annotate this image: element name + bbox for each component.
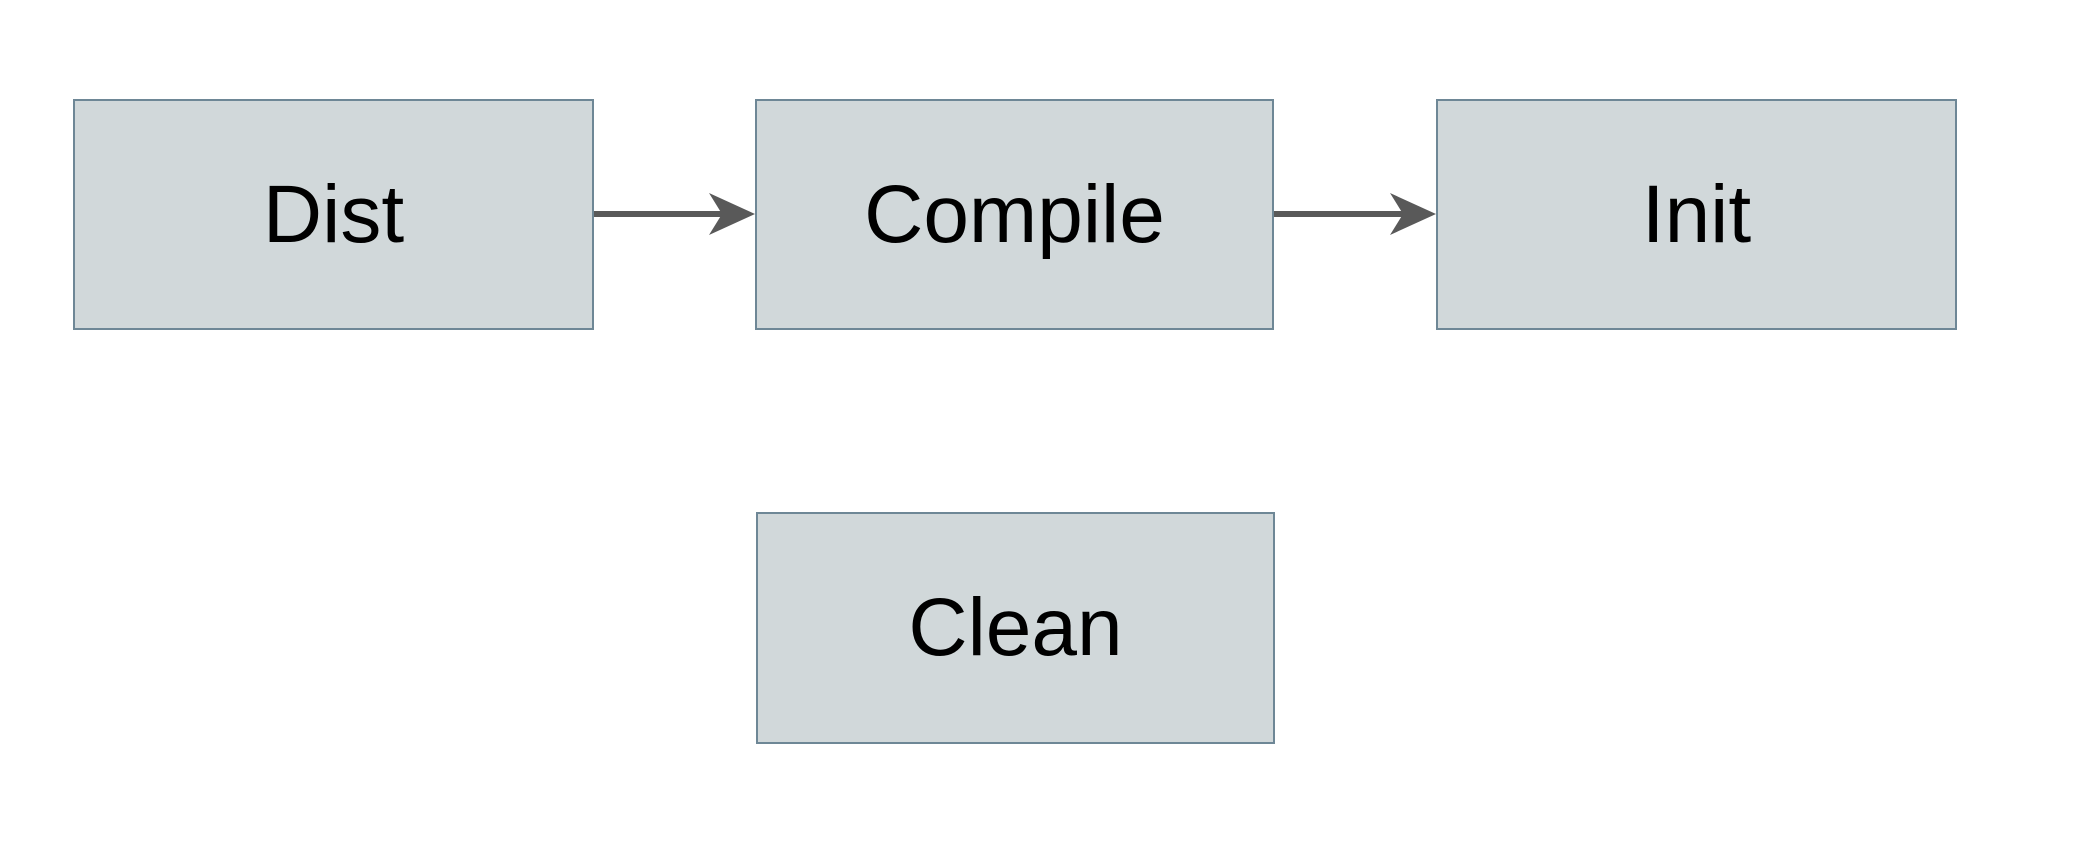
node-init: Init <box>1436 99 1957 330</box>
arrowhead-icon <box>1390 193 1436 235</box>
arrow-dist-to-compile <box>594 193 755 235</box>
arrowhead-icon <box>709 193 755 235</box>
node-clean: Clean <box>756 512 1275 744</box>
node-dist: Dist <box>73 99 594 330</box>
arrow-compile-to-init <box>1274 193 1436 235</box>
node-dist-label: Dist <box>262 168 405 260</box>
node-compile: Compile <box>755 99 1274 330</box>
node-clean-label: Clean <box>908 582 1123 673</box>
node-init-label: Init <box>1641 168 1752 260</box>
node-compile-label: Compile <box>864 168 1165 260</box>
